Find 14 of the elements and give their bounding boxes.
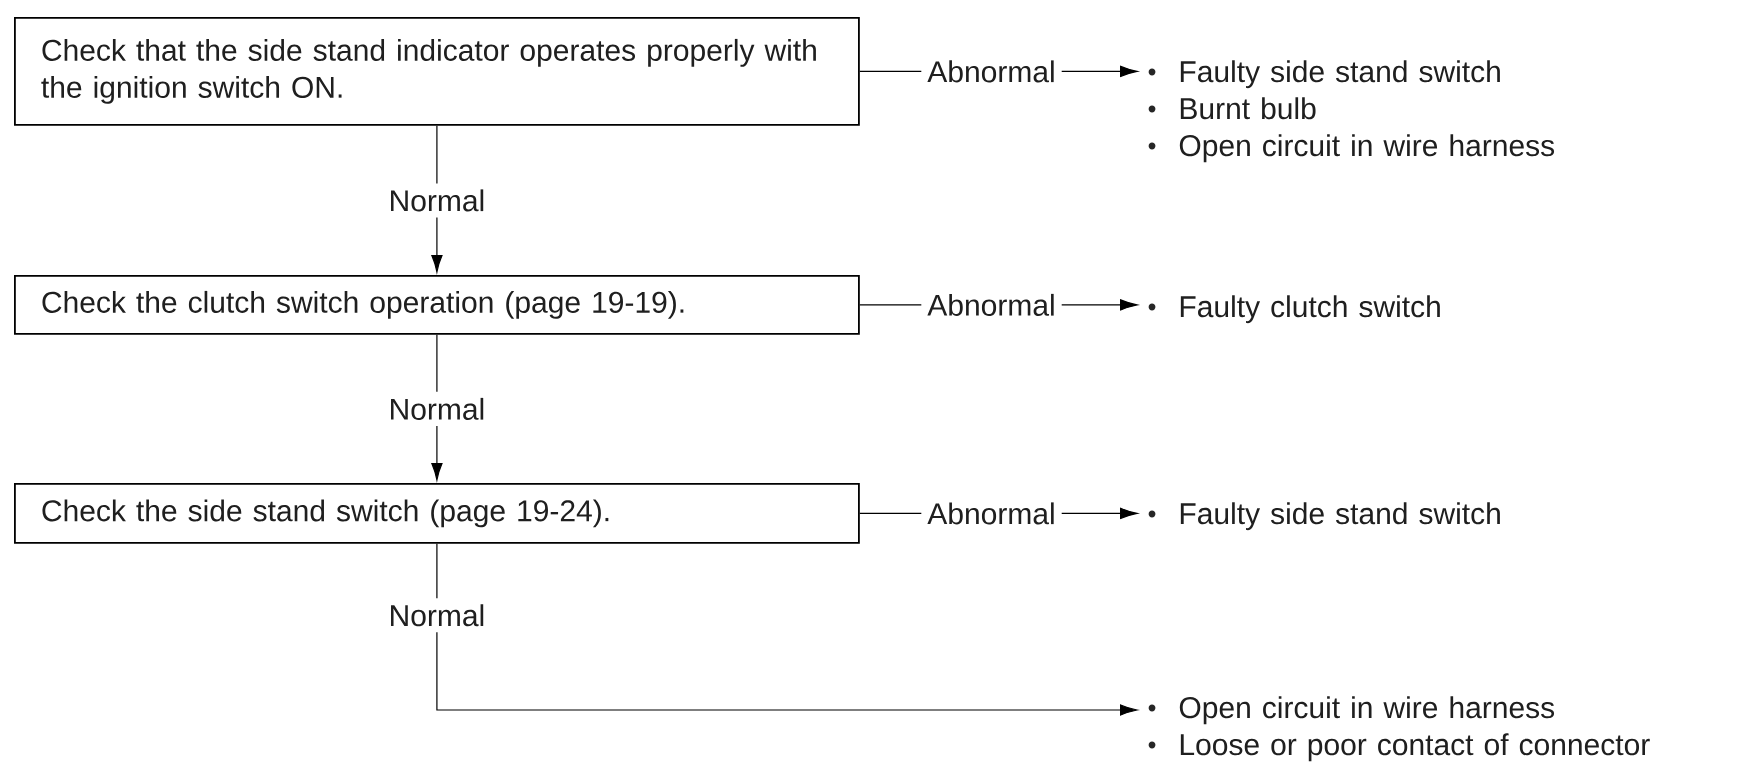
edge-label: Abnormal (921, 287, 1062, 322)
step-box: Check the side stand switch (page 19-24). (14, 483, 860, 544)
arrow (436, 543, 1138, 716)
cause-list: Faulty clutch switch (1180, 295, 1440, 324)
cause-list: Faulty side stand switch (1180, 502, 1500, 531)
edge-label: Normal (382, 183, 492, 218)
edge-label: Abnormal (921, 496, 1062, 531)
step-box: Check that the side stand indicator operates properly with the ignition switch ON. (14, 17, 860, 126)
edge-label: Normal (382, 598, 492, 633)
edge-label: Abnormal (921, 54, 1062, 89)
cause-list: Faulty side stand switch Burnt bulb Open circuit in wire harness (1179, 60, 1555, 163)
edge-label: Normal (382, 391, 492, 426)
cause-list: Open circuit in wire harness Loose or poor contact of connector (1179, 696, 1650, 762)
step-box: Check the clutch switch operation (page 19-19). (14, 275, 860, 335)
